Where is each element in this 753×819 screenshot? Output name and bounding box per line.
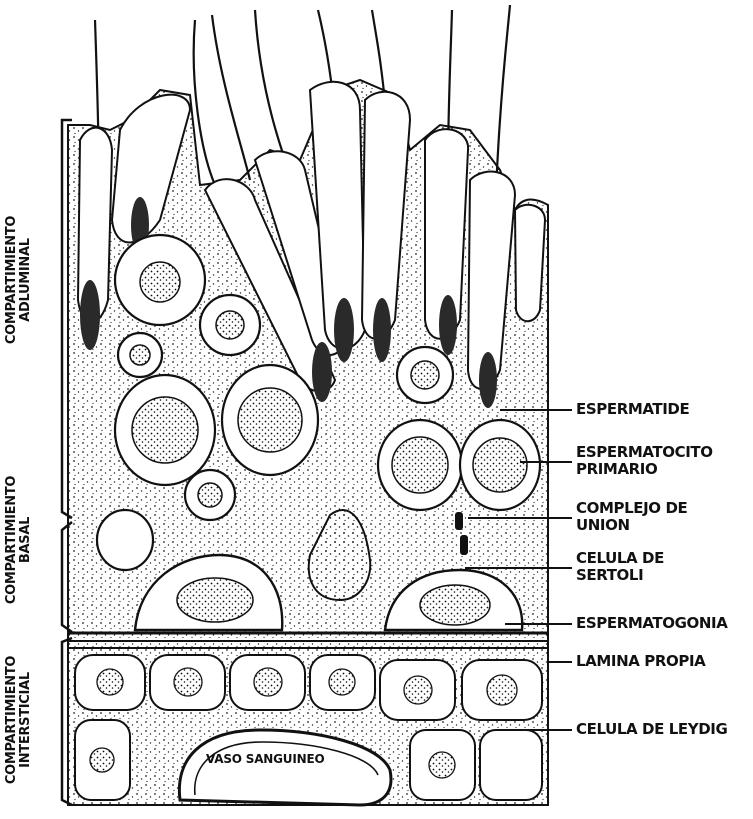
label-celula-leydig: CELULA DE LEYDIG bbox=[576, 721, 727, 738]
compartment-adluminal-line2: ADLUMINAL bbox=[19, 205, 33, 355]
label-celula-sertoli: CELULA DE SERTOLI bbox=[576, 550, 664, 584]
label-lamina-propia: LAMINA PROPIA bbox=[576, 653, 705, 670]
label-complejo-union: COMPLEJO DE UNION bbox=[576, 500, 687, 534]
label-espermatocito: ESPERMATOCITO PRIMARIO bbox=[576, 444, 713, 478]
compartment-adluminal-line1: COMPARTIMIENTO bbox=[5, 205, 19, 355]
label-vaso-sanguineo: VASO SANGUINEO bbox=[206, 752, 324, 766]
label-sertoli-line1: CELULA DE bbox=[576, 550, 664, 567]
label-espermatide: ESPERMATIDE bbox=[576, 401, 689, 418]
label-espermatogonia: ESPERMATOGONIA bbox=[576, 615, 727, 632]
label-complejo-line2: UNION bbox=[576, 517, 687, 534]
compartment-basal-label: COMPARTIMIENTO BASAL bbox=[5, 470, 35, 610]
label-complejo-line1: COMPLEJO DE bbox=[576, 500, 687, 517]
compartment-intersticial-line1: COMPARTIMIENTO bbox=[5, 655, 19, 785]
compartment-intersticial-label: COMPARTIMIENTO INTERSTICIAL bbox=[5, 655, 35, 785]
compartment-basal-line2: BASAL bbox=[19, 470, 33, 610]
label-sertoli-line2: SERTOLI bbox=[576, 567, 664, 584]
label-espermatocito-line1: ESPERMATOCITO bbox=[576, 444, 713, 461]
label-espermatocito-line2: PRIMARIO bbox=[576, 461, 713, 478]
compartment-adluminal-label: COMPARTIMIENTO ADLUMINAL bbox=[5, 205, 35, 355]
compartment-intersticial-line2: INTERSTICIAL bbox=[19, 655, 33, 785]
compartment-basal-line1: COMPARTIMIENTO bbox=[5, 470, 19, 610]
